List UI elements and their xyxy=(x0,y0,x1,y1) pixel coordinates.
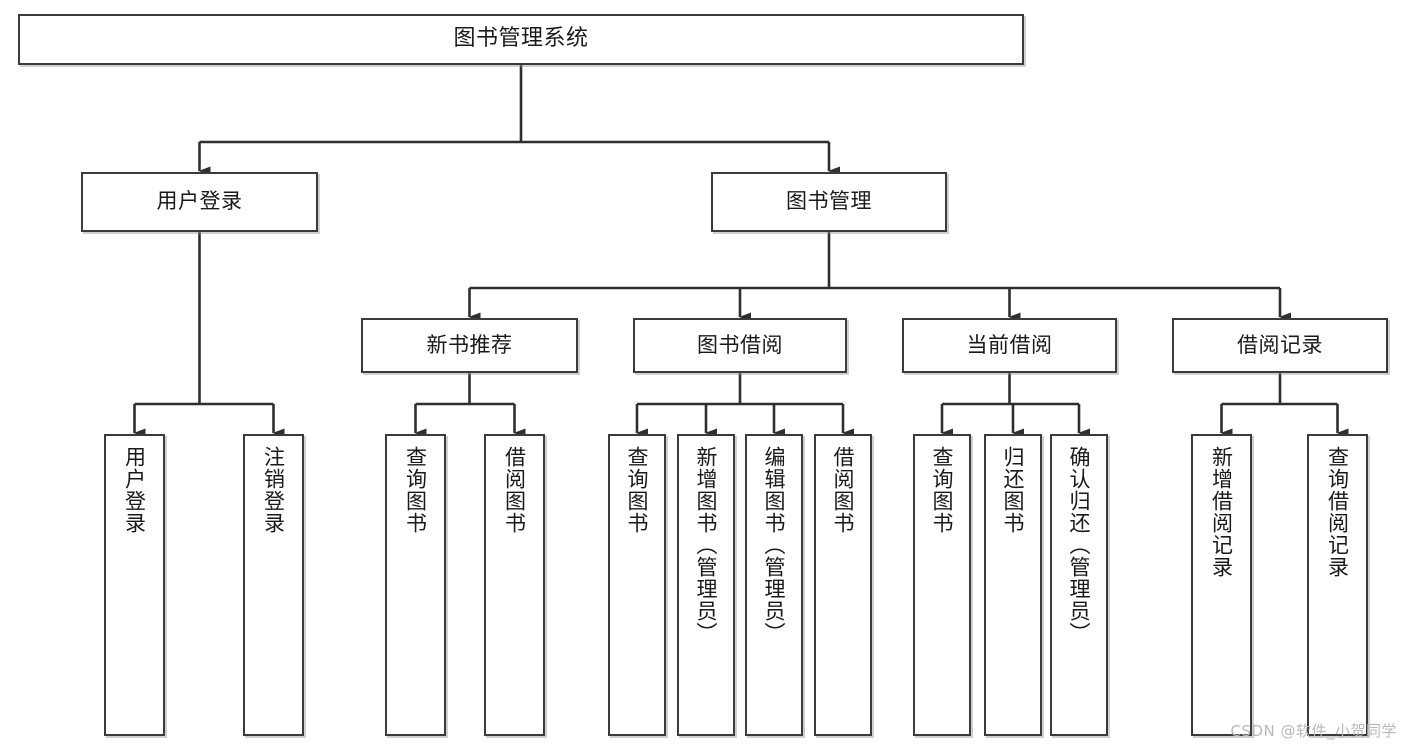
node-user-login-leaf[interactable]: 用户登录 xyxy=(104,434,165,736)
node-new-book-recommend-label: 新书推荐 xyxy=(426,332,513,357)
node-book-borrow-label: 图书借阅 xyxy=(697,332,783,357)
node-add-borrow-record[interactable]: 新增借阅记录 xyxy=(1191,434,1252,736)
node-add-book-admin[interactable]: 新增图书（管理员） xyxy=(677,434,735,736)
node-confirm-return-admin[interactable]: 确认归还（管理员） xyxy=(1050,434,1108,736)
node-book-management[interactable]: 图书管理 xyxy=(711,172,947,232)
node-query-book-1-label: 查询图书 xyxy=(403,446,428,534)
node-borrow-record[interactable]: 借阅记录 xyxy=(1172,318,1388,373)
node-return-book[interactable]: 归还图书 xyxy=(984,434,1042,736)
node-user-login-label: 用户登录 xyxy=(156,189,243,214)
node-add-borrow-record-label: 新增借阅记录 xyxy=(1209,446,1234,578)
node-root[interactable]: 图书管理系统 xyxy=(18,14,1024,65)
node-edit-book-admin[interactable]: 编辑图书（管理员） xyxy=(745,434,803,736)
node-borrow-book-1[interactable]: 借阅图书 xyxy=(484,434,545,736)
node-current-borrow-label: 当前借阅 xyxy=(966,332,1053,357)
node-query-borrow-record-label: 查询借阅记录 xyxy=(1325,446,1350,578)
node-edit-book-admin-label: 编辑图书（管理员） xyxy=(762,446,787,644)
node-query-book-2-label: 查询图书 xyxy=(625,446,650,534)
node-query-book-1[interactable]: 查询图书 xyxy=(385,434,446,736)
node-book-management-label: 图书管理 xyxy=(786,189,872,214)
node-borrow-book-1-label: 借阅图书 xyxy=(502,446,527,534)
node-add-book-admin-label: 新增图书（管理员） xyxy=(694,446,719,644)
node-user-login[interactable]: 用户登录 xyxy=(81,172,318,232)
node-confirm-return-admin-label: 确认归还（管理员） xyxy=(1067,446,1092,644)
node-borrow-book-2[interactable]: 借阅图书 xyxy=(814,434,872,736)
node-query-book-3-label: 查询图书 xyxy=(930,446,955,534)
node-borrow-record-label: 借阅记录 xyxy=(1237,332,1323,357)
node-current-borrow[interactable]: 当前借阅 xyxy=(902,318,1117,373)
node-return-book-label: 归还图书 xyxy=(1001,446,1026,534)
node-new-book-recommend[interactable]: 新书推荐 xyxy=(361,318,578,373)
node-logout-leaf[interactable]: 注销登录 xyxy=(243,434,304,736)
node-root-label: 图书管理系统 xyxy=(453,26,589,52)
node-query-borrow-record[interactable]: 查询借阅记录 xyxy=(1307,434,1368,736)
node-user-login-leaf-label: 用户登录 xyxy=(122,446,147,534)
node-query-book-3[interactable]: 查询图书 xyxy=(913,434,971,736)
node-borrow-book-2-label: 借阅图书 xyxy=(831,446,856,534)
node-logout-leaf-label: 注销登录 xyxy=(261,446,286,534)
csdn-watermark: CSDN @软件_小贺同学 xyxy=(1230,722,1397,740)
node-query-book-2[interactable]: 查询图书 xyxy=(608,434,666,736)
node-book-borrow[interactable]: 图书借阅 xyxy=(633,318,847,373)
